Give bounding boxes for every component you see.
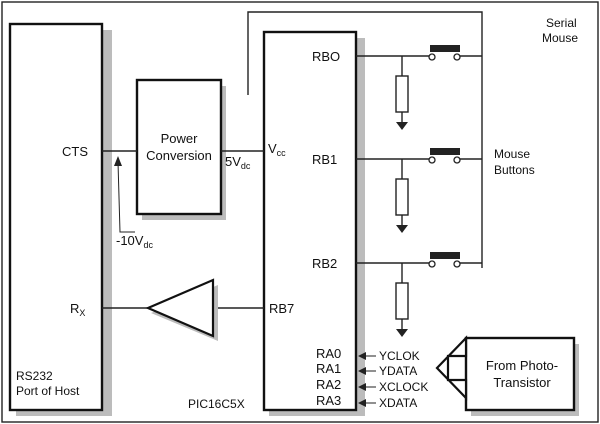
pic16c5x-block	[262, 30, 365, 416]
pin-rb0: RBO	[312, 49, 340, 64]
line-driver-triangle	[145, 278, 215, 338]
signal-ydata: YDATA	[379, 364, 417, 378]
neg10-label: -10Vdc	[116, 233, 153, 250]
ra-signal-lines	[358, 352, 376, 407]
ground-arrow	[396, 329, 408, 337]
button-row-rb0	[356, 45, 482, 130]
pos5-label: 5Vdc	[225, 154, 251, 171]
ground-arrow	[396, 225, 408, 233]
power-label-line1: Power	[161, 131, 199, 146]
phototransistor-block: From Photo- Transistor	[435, 335, 579, 416]
pin-rb2: RB2	[312, 256, 337, 271]
pin-ra2: RA2	[316, 377, 341, 392]
vcc-label: Vcc	[268, 141, 286, 158]
pin-ra1: RA1	[316, 361, 341, 376]
pic-label: PIC16C5X	[188, 397, 245, 411]
serial-mouse-boundary	[247, 11, 483, 268]
serial-mouse-line1: Serial	[546, 16, 577, 30]
power-conversion-block: Power Conversion	[135, 78, 226, 220]
big-input-arrow	[435, 335, 468, 401]
pin-rb7: RB7	[269, 301, 294, 316]
pulldown-resistor	[395, 282, 409, 320]
button-row-rb1	[356, 148, 482, 233]
photo-label-line2: Transistor	[493, 375, 551, 390]
pulldown-resistor	[395, 178, 409, 216]
ground-arrow	[396, 122, 408, 130]
button-actuator	[430, 148, 460, 155]
rs232-host-block: RS232 Port of Host	[8, 22, 112, 416]
photo-label-line1: From Photo-	[486, 358, 558, 373]
mouse-buttons-line2: Buttons	[494, 163, 535, 177]
mouse-buttons-line1: Mouse	[494, 147, 530, 161]
neg10-pointer-arrowhead	[114, 156, 122, 166]
serial-mouse-line2: Mouse	[542, 31, 578, 45]
neg10-pointer	[117, 161, 135, 233]
host-label-line1: RS232	[16, 369, 53, 383]
cts-pin-label: CTS	[62, 144, 88, 159]
rx-pin-label: RX	[70, 301, 85, 318]
button-actuator	[430, 45, 460, 52]
pin-ra3: RA3	[316, 393, 341, 408]
pin-rb1: RB1	[312, 152, 337, 167]
signal-xclock: XCLOCK	[379, 380, 428, 394]
pulldown-resistor	[395, 75, 409, 113]
pin-ra0: RA0	[316, 346, 341, 361]
signal-yclok: YCLOK	[379, 349, 420, 363]
host-label-line2: Port of Host	[16, 384, 80, 398]
signal-xdata: XDATA	[379, 396, 417, 410]
button-row-rb2	[356, 252, 482, 337]
power-label-line2: Conversion	[146, 148, 212, 163]
button-actuator	[430, 252, 460, 259]
